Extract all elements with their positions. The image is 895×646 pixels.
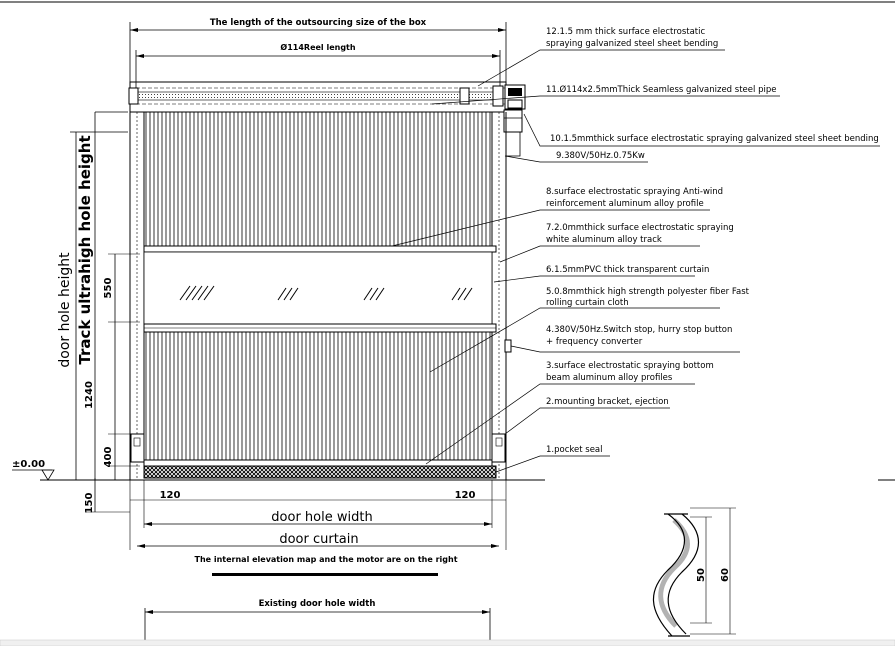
dim-150: 150	[84, 493, 95, 514]
right-track	[491, 112, 507, 480]
pocket-seal-detail: 50 60	[652, 507, 736, 637]
callout-5-line2: rolling curtain cloth	[546, 298, 629, 308]
bottom-dimensions: 120 120 door hole width door curtain The…	[129, 480, 507, 640]
left-dimensions: Track ultrahigh hole height door hole he…	[12, 111, 140, 514]
transparent-window	[143, 251, 493, 325]
callout-3-line1: 3.surface electrostatic spraying bottom	[546, 361, 714, 371]
callout-4-line1: 4.380V/50Hz.Switch stop, hurry stop butt…	[546, 325, 732, 335]
callout-12-line2: spraying galvanized steel sheet bending	[546, 39, 718, 49]
box-length-dimension: The length of the outsourcing size of th…	[129, 18, 507, 90]
left-track	[129, 112, 145, 480]
callout-9: 9.380V/50Hz.0.75Kw	[556, 151, 645, 161]
callout-7-line2: white aluminum alloy track	[546, 235, 662, 245]
leader-lines	[391, 49, 880, 473]
callout-11: 11.Ø114x2.5mmThick Seamless galvanized s…	[546, 84, 776, 95]
door-curtain-label: door curtain	[279, 532, 358, 547]
callout-1: 1.pocket seal	[546, 445, 603, 455]
bottom-beam	[143, 459, 497, 479]
callout-7-line1: 7.2.0mmthick surface electrostatic spray…	[546, 223, 734, 233]
right-120: 120	[455, 490, 476, 501]
floor-level-label: ±0.00	[12, 459, 45, 470]
door-hole-height-label: door hole height	[57, 252, 73, 368]
switch-box	[504, 339, 512, 353]
elevation-note: The internal elevation map and the motor…	[194, 555, 457, 564]
seal-dim-50: 50	[696, 568, 707, 582]
track-height-label: Track ultrahigh hole height	[76, 135, 94, 364]
curtain-upper	[143, 111, 493, 247]
dim-400: 400	[103, 447, 114, 468]
horizontal-scrollbar[interactable]	[0, 639, 895, 646]
callout-2: 2.mounting bracket, ejection	[546, 397, 669, 407]
seal-dim-60: 60	[720, 568, 731, 582]
dim-1240: 1240	[84, 381, 95, 409]
left-120: 120	[160, 490, 181, 501]
wind-profile-lower	[143, 323, 497, 333]
box-length-label: The length of the outsourcing size of th…	[210, 18, 427, 28]
curtain-lower	[143, 331, 493, 461]
callout-6: 6.1.5mmPVC thick transparent curtain	[546, 265, 709, 275]
dim-550: 550	[103, 278, 114, 299]
callout-5-line1: 5.0.8mmthick high strength polyester fib…	[546, 287, 750, 297]
reel-box	[128, 81, 507, 113]
callout-labels: 12.1.5 mm thick surface electrostatic sp…	[546, 27, 879, 455]
callout-12-line1: 12.1.5 mm thick surface electrostatic	[546, 27, 705, 37]
callout-8-line1: 8.surface electrostatic spraying Anti-wi…	[546, 187, 723, 197]
callout-4-line2: + frequency converter	[546, 337, 643, 347]
callout-3-line2: beam aluminum alloy profiles	[546, 373, 673, 383]
wind-profile-upper	[143, 245, 497, 253]
motor	[503, 84, 526, 157]
reel-length-dimension: Ø114Reel length	[135, 42, 501, 92]
door-hole-width-label: door hole width	[271, 510, 372, 525]
reel-length-label: Ø114Reel length	[280, 42, 355, 52]
callout-8-line2: reinforcement aluminum alloy profile	[546, 199, 704, 209]
callout-10: 10.1.5mmthick surface electrostatic spra…	[550, 134, 879, 144]
bottom-brackets	[130, 433, 506, 463]
existing-width-label: Existing door hole width	[259, 599, 376, 609]
